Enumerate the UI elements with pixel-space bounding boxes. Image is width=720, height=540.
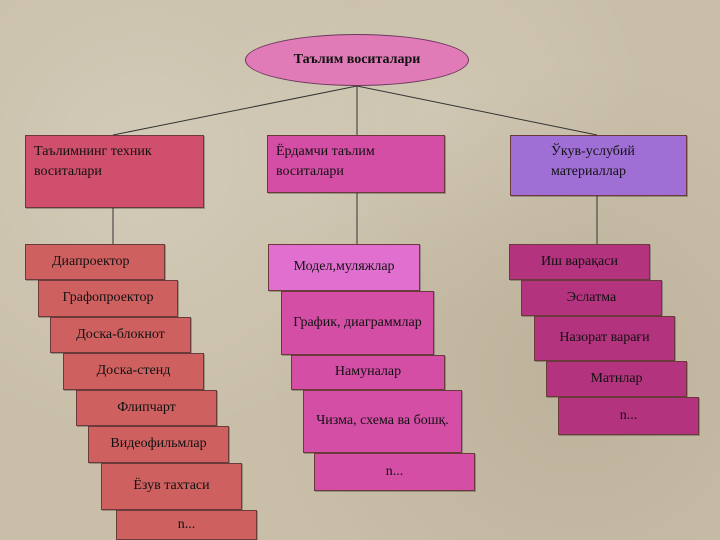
- technical-item: Диапроектор: [25, 244, 165, 280]
- technical-item: Видеофильмлар: [88, 426, 229, 463]
- category-auxiliary-title: Ёрдамчи таълим воситалари: [276, 144, 375, 180]
- auxiliary-item: Модел,муляжлар: [268, 244, 420, 291]
- auxiliary-item: Чизма, схема ва бошқ.: [303, 390, 462, 453]
- methodical-item: Назорат варағи: [534, 316, 675, 361]
- connector-root-left: [112, 85, 358, 136]
- auxiliary-item: n...: [314, 453, 475, 491]
- technical-item: Флипчарт: [76, 390, 217, 426]
- category-methodical-title: Ўкув-услубий материаллар: [551, 144, 635, 180]
- technical-item: Ёзув тахтаси: [101, 463, 242, 510]
- technical-item: Доска-стенд: [63, 353, 204, 390]
- category-methodical: Ўкув-услубий материаллар: [510, 135, 687, 196]
- root-title: Таълим воситалари: [293, 52, 421, 67]
- category-auxiliary: Ёрдамчи таълим воситалари: [267, 135, 445, 193]
- methodical-item: n...: [558, 397, 699, 435]
- category-technical-title: Таълимнинг техник воситалари: [34, 144, 152, 180]
- technical-item: Графопроектор: [38, 280, 178, 317]
- auxiliary-item: Намуналар: [291, 355, 445, 390]
- methodical-item: Иш варақаси: [509, 244, 650, 280]
- methodical-item: Матнлар: [546, 361, 687, 397]
- technical-item: n...: [116, 510, 257, 540]
- connector-root-right: [356, 85, 598, 136]
- category-technical: Таълимнинг техник воситалари: [25, 135, 204, 208]
- auxiliary-item: График, диаграммлар: [281, 291, 434, 355]
- root-node: Таълим воситалари: [245, 34, 469, 86]
- methodical-item: Эслатма: [521, 280, 662, 316]
- technical-item: Доска-блокнот: [50, 317, 191, 353]
